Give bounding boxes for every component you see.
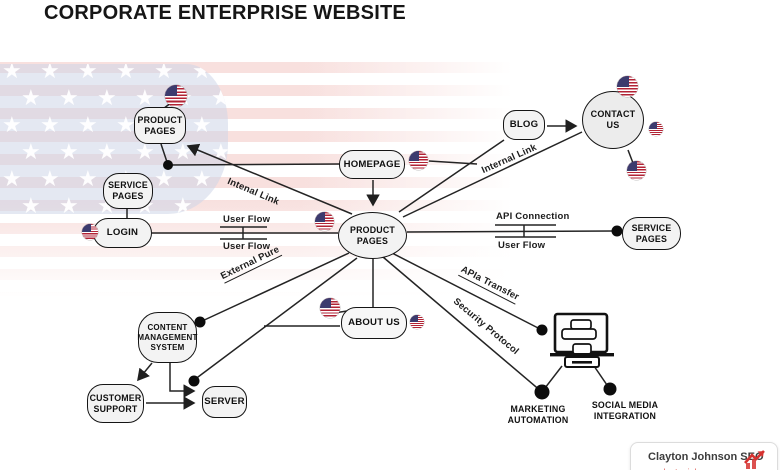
growth-arrow-icon (744, 450, 765, 469)
star-glyph: ★ (97, 139, 117, 164)
node-login: LOGIN (93, 218, 152, 248)
star-glyph: ★ (97, 85, 117, 110)
star-glyph: ★ (154, 64, 174, 83)
branding-website: claytonjohnson.com (659, 467, 739, 470)
star-glyph: ★ (211, 193, 228, 215)
us-flag-icon (617, 76, 638, 97)
star-glyph: ★ (21, 85, 41, 110)
node-cms: CONTENT MANAGEMENT SYSTEM (137, 312, 197, 363)
star-glyph: ★ (59, 85, 79, 110)
us-flag-icon (649, 122, 663, 136)
us-flag-icon (165, 85, 187, 107)
node-service-pages-left: SERVICE PAGES (103, 173, 153, 209)
star-glyph: ★ (192, 166, 212, 191)
branding-card: Clayton Johnson SEO claytonjohnson.com (630, 442, 778, 470)
us-flag-icon (315, 212, 334, 231)
star-glyph: ★ (40, 166, 60, 191)
us-flag-icon (82, 224, 98, 240)
star-glyph: ★ (2, 166, 22, 191)
node-service-pages-right: SERVICE PAGES (622, 217, 681, 250)
node-product-pages-center: PRODUCT PAGES (338, 212, 407, 259)
star-glyph: ★ (2, 64, 22, 83)
edge-lines (126, 94, 634, 410)
star-glyph: ★ (135, 139, 155, 164)
star-glyph: ★ (173, 193, 193, 215)
star-glyph: ★ (116, 64, 136, 83)
star-glyph: ★ (135, 85, 155, 110)
branding-name: Clayton Johnson SEO (648, 451, 764, 463)
label-marketing-automation: MARKETING AUTOMATION (507, 404, 569, 426)
node-product-pages-top: PRODUCT PAGES (134, 107, 186, 144)
edge-label-api-connection: API Connection (496, 211, 570, 222)
edge-label-user-flow-top: User Flow (223, 214, 271, 225)
star-glyph: ★ (40, 112, 60, 137)
star-glyph: ★ (40, 64, 60, 83)
edge-junction-dots (163, 160, 623, 400)
star-glyph: ★ (78, 112, 98, 137)
node-about-us: ABOUT US (341, 307, 407, 339)
us-flag-icon (409, 151, 428, 170)
star-glyph: ★ (116, 112, 136, 137)
star-glyph: ★ (59, 139, 79, 164)
star-glyph: ★ (21, 139, 41, 164)
star-glyph: ★ (78, 166, 98, 191)
star-glyph: ★ (211, 85, 228, 110)
edge-label-user-flow-right: User Flow (498, 240, 546, 251)
desktop-computer-icon (550, 312, 614, 368)
star-glyph: ★ (78, 64, 98, 83)
us-flag-icon (410, 315, 424, 329)
star-glyph: ★ (2, 112, 22, 137)
star-glyph: ★ (192, 64, 212, 83)
label-social-media-integration: SOCIAL MEDIA INTEGRATION (591, 400, 659, 422)
star-glyph: ★ (59, 193, 79, 215)
star-glyph: ★ (154, 166, 174, 191)
node-customer-support: CUSTOMER SUPPORT (87, 384, 144, 423)
node-contact-us: CONTACT US (582, 91, 644, 149)
node-blog: BLOG (503, 110, 545, 140)
us-flag-icon (627, 161, 646, 180)
page-title: CORPORATE ENTERPRISE WEBSITE (44, 2, 406, 24)
node-homepage: HOMEPAGE (339, 150, 405, 179)
star-glyph: ★ (21, 193, 41, 215)
us-flag-icon (320, 298, 340, 318)
edge-label-user-flow-bottom: User Flow (223, 241, 271, 252)
node-server: SERVER (202, 386, 247, 418)
star-glyph: ★ (192, 112, 212, 137)
